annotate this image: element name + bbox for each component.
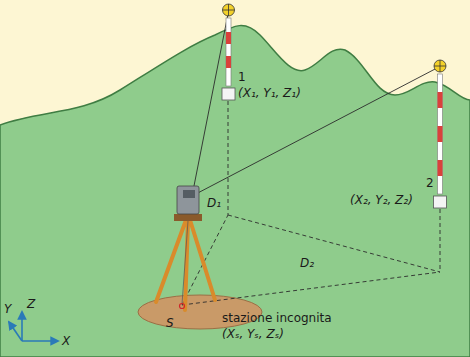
- axes: [9, 312, 58, 341]
- station-label: stazione incognita: [222, 311, 332, 325]
- point-coordinates: (X₁, Y₁, Z₁): [238, 86, 301, 100]
- pole-1: [222, 4, 235, 100]
- point-coordinates: (X₂, Y₂, Z₂): [350, 193, 413, 207]
- station-name: S: [166, 316, 174, 330]
- axis-label: Z: [27, 297, 35, 311]
- station-point: [180, 304, 185, 309]
- axis-label: X: [62, 334, 70, 348]
- hills: [0, 26, 470, 357]
- station-coordinates: (Xₛ, Yₛ, Zₛ): [222, 327, 284, 341]
- callout-number: 1: [238, 70, 246, 84]
- pole-2: [434, 60, 447, 208]
- callout-number: 2: [426, 176, 434, 190]
- axis-label: Y: [4, 302, 11, 316]
- sight-lines: [192, 14, 437, 196]
- distance-label: D₂: [300, 256, 314, 270]
- distance-label: D₁: [207, 196, 221, 210]
- tripod: [156, 186, 215, 310]
- dashed-distances: [182, 101, 440, 305]
